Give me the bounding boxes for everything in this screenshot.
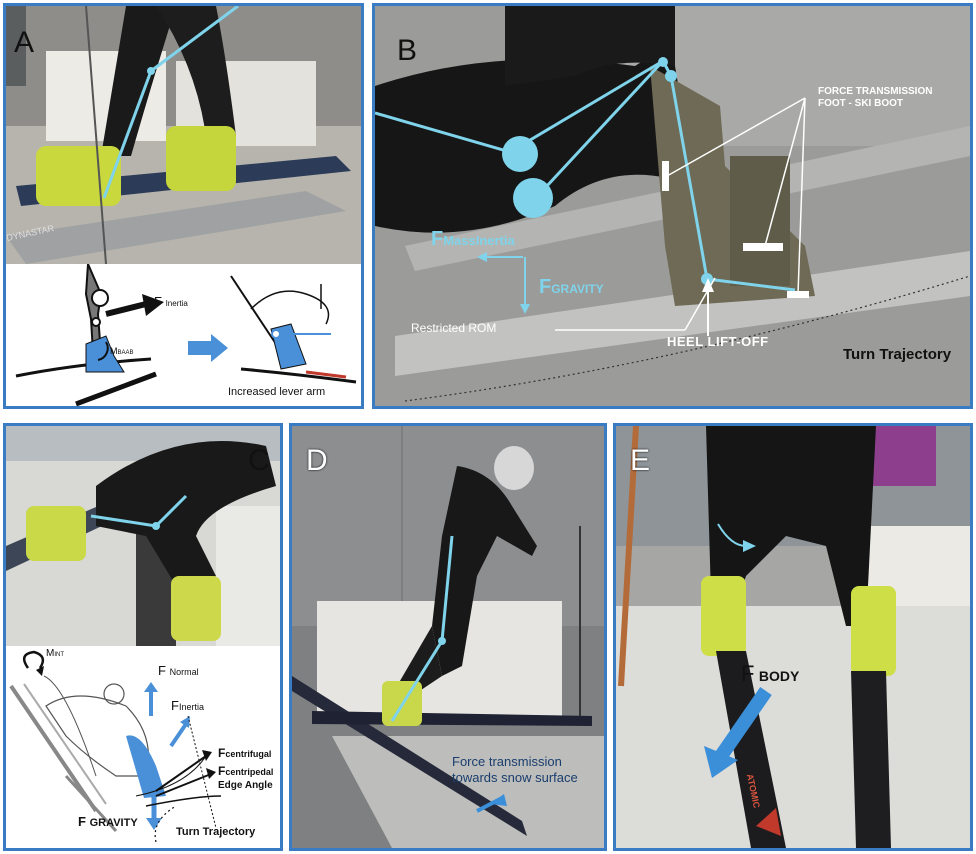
- f-body-sub: BODY: [758, 668, 800, 684]
- f-centripedal-sub: centripedal: [225, 767, 274, 777]
- f-normal-label: F Normal: [158, 663, 199, 678]
- m-baab-main: M: [110, 346, 118, 356]
- panel-c: C MINT: [3, 423, 283, 851]
- f-inertia-c-label: FInertia: [171, 698, 204, 713]
- restricted-rom-label: Restricted ROM: [411, 321, 497, 335]
- f-inertia-a-label: F Inertia: [154, 294, 188, 309]
- panel-e: E F BODY ATOMIC: [613, 423, 973, 851]
- f-mass-inertia-main: F: [431, 228, 444, 250]
- panel-c-letter: C: [248, 444, 270, 477]
- panel-c-diagram: MINT F Normal FInertia Fcentrifugal Fcen…: [6, 646, 280, 848]
- force-transmission-b-line1: FORCE TRANSMISSION: [818, 86, 933, 97]
- f-gravity-b-label: FGRAVITY: [539, 276, 604, 299]
- m-baab-sub: BAAB: [117, 350, 134, 356]
- m-int-main: M: [46, 648, 55, 659]
- m-int-label: MINT: [46, 648, 64, 659]
- force-transmission-d-line2: towards snow surface: [452, 770, 578, 785]
- f-mass-inertia-sub: MassInertia: [443, 233, 515, 248]
- f-body-main: F: [741, 661, 755, 686]
- edge-angle-label: Edge Angle: [218, 780, 273, 791]
- panel-e-photo: [616, 426, 970, 848]
- f-gravity-b-sub: GRAVITY: [551, 282, 604, 296]
- f-inertia-a-main: F: [154, 294, 162, 309]
- panel-a-letter: A: [14, 26, 35, 59]
- panel-a: A DYNASTAR F Inertia M: [3, 3, 364, 409]
- turn-trajectory-b-label: Turn Trajectory: [843, 346, 952, 363]
- f-centripedal-main: F: [218, 764, 226, 778]
- f-normal-main: F: [158, 663, 166, 678]
- panel-b-letter: B: [397, 34, 418, 67]
- f-mass-inertia-label: FMassInertia: [431, 228, 515, 251]
- panel-d-letter: D: [306, 444, 328, 477]
- f-inertia-c-main: F: [171, 698, 179, 713]
- panel-d: D Force transmission towards snow surfac…: [289, 423, 607, 851]
- f-centripedal-label: Fcentripedal: [218, 764, 273, 778]
- f-centrifugal-main: F: [218, 746, 226, 760]
- f-gravity-c-label: F GRAVITY: [78, 814, 138, 829]
- panel-e-letter: E: [630, 444, 651, 477]
- f-centrifugal-sub: centrifugal: [225, 749, 272, 759]
- panel-a-photo: [6, 6, 361, 264]
- panel-b: B FMassInertia FGRAVITY FORCE TRANSMISSI…: [372, 3, 973, 409]
- increased-lever-arm-label: Increased lever arm: [228, 386, 326, 398]
- f-gravity-c-sub: GRAVITY: [89, 817, 138, 829]
- panel-a-diagram: F Inertia MBAAB Increased lever arm: [6, 264, 361, 406]
- m-int-sub: INT: [54, 652, 65, 658]
- panel-d-photo: [292, 426, 604, 848]
- f-centrifugal-label: Fcentrifugal: [218, 746, 271, 760]
- force-transmission-b-line2: FOOT - SKI BOOT: [818, 98, 903, 109]
- f-inertia-a-sub: Inertia: [165, 299, 188, 308]
- m-baab-label: MBAAB: [110, 346, 134, 356]
- panel-c-photo: [6, 426, 280, 646]
- f-gravity-c-main: F: [78, 814, 86, 829]
- f-inertia-c-sub: Inertia: [178, 702, 204, 712]
- f-gravity-b-main: F: [539, 276, 552, 298]
- force-transmission-d-line1: Force transmission: [452, 754, 562, 769]
- turn-trajectory-c-label: Turn Trajectory: [176, 826, 256, 838]
- f-body-label: F BODY: [741, 661, 799, 687]
- f-normal-sub: Normal: [169, 667, 199, 677]
- panel-b-photo: [375, 6, 970, 406]
- heel-lift-off-label: HEEL LIFT-OFF: [667, 334, 769, 349]
